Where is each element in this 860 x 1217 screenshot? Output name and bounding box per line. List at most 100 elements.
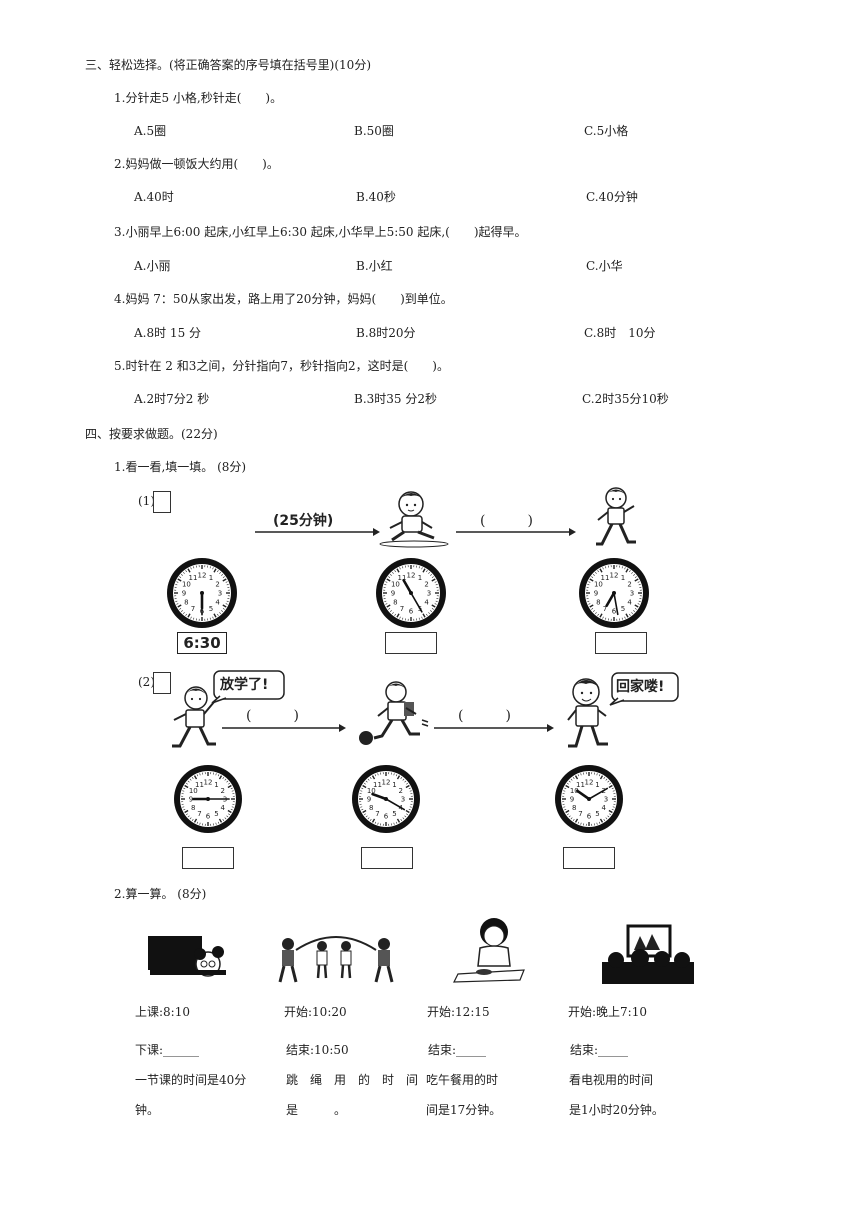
kid-with-ball-icon: [359, 681, 429, 745]
q2-col1-end[interactable]: 下课:______: [135, 1043, 200, 1057]
svg-text:3: 3: [604, 796, 608, 804]
q1-option-a[interactable]: A.5圈: [134, 124, 167, 138]
q2-col3-end[interactable]: 结束:_____: [428, 1043, 487, 1057]
q2-col2-desc2[interactable]: 是 。: [286, 1103, 347, 1117]
part1-arrow2-label[interactable]: ( ): [480, 513, 533, 529]
svg-text:3: 3: [630, 590, 634, 598]
q2-col3-desc2: 间是17分钟。: [426, 1103, 502, 1117]
svg-text:9: 9: [391, 590, 395, 598]
svg-text:3: 3: [401, 796, 405, 804]
part2-label: (2): [138, 675, 155, 689]
svg-text:8: 8: [184, 599, 188, 607]
q2-col4-end[interactable]: 结束:_____: [570, 1043, 629, 1057]
q2-col1-desc2: 钟。: [135, 1103, 160, 1117]
question-3-stem: 3.小丽早上6:00 起床,小红早上6:30 起床,小华早上5:50 起床,( …: [114, 225, 527, 239]
q3-option-c[interactable]: C.小华: [586, 259, 623, 273]
svg-text:8: 8: [191, 804, 195, 812]
speech-bubble-1: [211, 670, 285, 704]
svg-text:1: 1: [621, 574, 625, 582]
kid-going-home-icon: [567, 678, 608, 748]
q4-option-c[interactable]: C.8时 10分: [584, 326, 656, 340]
svg-text:6: 6: [612, 608, 617, 616]
q4-option-a[interactable]: A.8时 15 分: [134, 326, 202, 340]
question-4-1-title: 1.看一看,填一填。 (8分): [114, 460, 247, 474]
answer-box-2-1[interactable]: [182, 847, 234, 869]
question-4-2-title: 2.算一算。 (8分): [114, 887, 207, 901]
q2-col4-start: 开始:晚上7:10: [568, 1005, 647, 1019]
answer-box-2-2[interactable]: [361, 847, 413, 869]
q2-col2-end: 结束:10:50: [286, 1043, 349, 1057]
q5-option-a[interactable]: A.2时7分2 秒: [134, 392, 210, 406]
svg-text:1: 1: [595, 781, 599, 789]
speech-bubble-1-text: 放学了!: [220, 677, 269, 693]
svg-text:7: 7: [603, 605, 607, 613]
svg-text:2: 2: [215, 581, 219, 589]
svg-text:8: 8: [572, 804, 576, 812]
q2-option-a[interactable]: A.40时: [134, 190, 174, 204]
answer-box-1-3[interactable]: [595, 632, 647, 654]
svg-text:9: 9: [570, 796, 574, 804]
svg-text:3: 3: [427, 590, 431, 598]
part2-arrow-1: [222, 724, 346, 732]
q2-col3-desc1: 吃午餐用的时: [426, 1073, 499, 1087]
section3-title: 三、轻松选择。(将正确答案的序号填在括号里)(10分): [85, 58, 371, 72]
q4-option-b[interactable]: B.8时20分: [356, 326, 416, 340]
q2-option-c[interactable]: C.40分钟: [586, 190, 638, 204]
svg-text:4: 4: [220, 804, 225, 812]
svg-text:1: 1: [209, 574, 213, 582]
svg-text:2: 2: [398, 787, 402, 795]
part2-arrow-2: [434, 724, 554, 732]
svg-text:6: 6: [587, 813, 592, 821]
svg-text:5: 5: [392, 810, 396, 818]
svg-text:11: 11: [601, 574, 610, 582]
answer-box-1-2[interactable]: [385, 632, 437, 654]
question-4-stem: 4.妈妈 7：50从家出发，路上用了20分钟，妈妈( )到单位。: [114, 292, 453, 306]
part1-arrow-2: [456, 528, 576, 536]
classroom-teacher-icon: [148, 936, 226, 977]
svg-text:11: 11: [576, 781, 585, 789]
svg-text:5: 5: [209, 605, 213, 613]
svg-text:5: 5: [595, 810, 599, 818]
q2-option-b[interactable]: B.40秒: [356, 190, 396, 204]
svg-text:11: 11: [398, 574, 407, 582]
svg-text:12: 12: [198, 572, 207, 580]
svg-text:12: 12: [610, 572, 619, 580]
svg-text:12: 12: [382, 779, 391, 787]
q1-option-b[interactable]: B.50圈: [354, 124, 394, 138]
svg-text:4: 4: [627, 599, 632, 607]
question-1-stem: 1.分针走5 小格,秒针走( )。: [114, 91, 283, 105]
svg-text:6: 6: [384, 813, 389, 821]
svg-text:9: 9: [182, 590, 186, 598]
svg-text:10: 10: [189, 787, 198, 795]
svg-text:6: 6: [409, 608, 414, 616]
speech-bubble-2-text: 回家喽!: [616, 679, 665, 695]
q2-col1-desc1: 一节课的时间是40分: [135, 1073, 247, 1087]
svg-text:10: 10: [391, 581, 400, 589]
svg-text:2: 2: [424, 581, 428, 589]
svg-text:7: 7: [191, 605, 195, 613]
svg-text:7: 7: [578, 810, 582, 818]
svg-text:7: 7: [197, 810, 201, 818]
kid-walking-icon: [596, 487, 636, 546]
part2-arrow1-label[interactable]: ( ): [246, 708, 299, 724]
answer-box-2-3[interactable]: [563, 847, 615, 869]
q3-option-b[interactable]: B.小红: [356, 259, 393, 273]
svg-text:10: 10: [570, 787, 579, 795]
q5-option-b[interactable]: B.3时35 分2秒: [354, 392, 437, 406]
part1-arrow1-label: (25分钟): [273, 513, 334, 529]
part1-label: (1): [138, 494, 155, 508]
svg-text:10: 10: [594, 581, 603, 589]
q1-option-c[interactable]: C.5小格: [584, 124, 629, 138]
part2-arrow2-label[interactable]: ( ): [458, 708, 511, 724]
svg-text:2: 2: [627, 581, 631, 589]
q3-option-a[interactable]: A.小丽: [134, 259, 171, 273]
q5-option-c[interactable]: C.2时35分10秒: [582, 392, 669, 406]
svg-text:12: 12: [585, 779, 594, 787]
svg-text:1: 1: [392, 781, 396, 789]
svg-text:7: 7: [375, 810, 379, 818]
svg-text:2: 2: [220, 787, 224, 795]
